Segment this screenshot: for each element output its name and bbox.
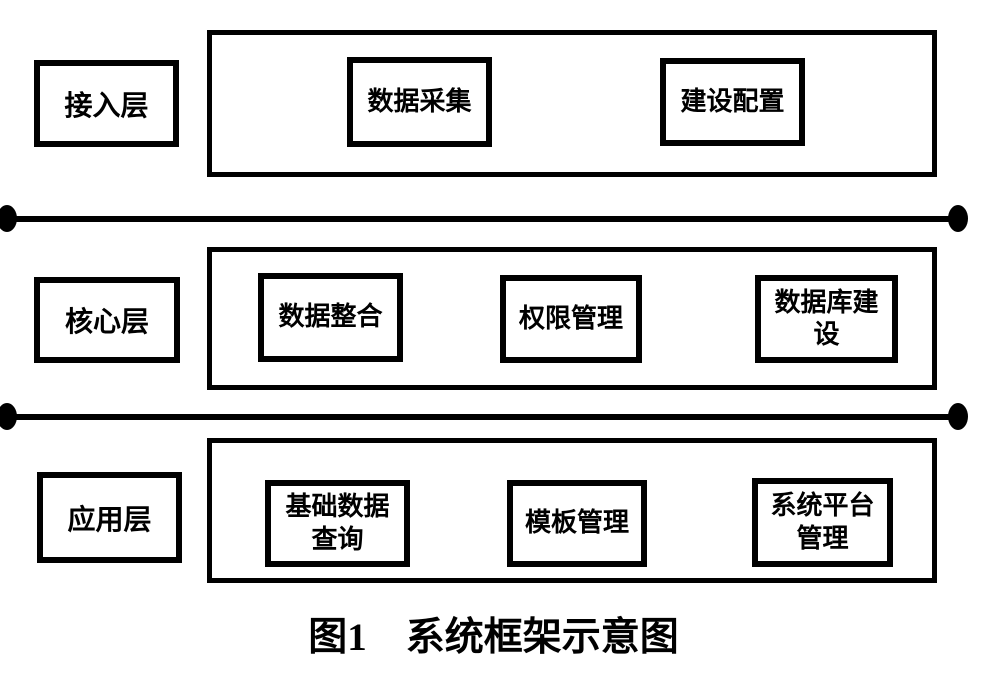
separator-dot-2-left <box>0 403 17 430</box>
separator-dot-1-left <box>0 205 17 232</box>
layer-label-core-text: 核心层 <box>64 307 149 338</box>
layer-label-application-text: 应用层 <box>67 504 152 536</box>
module-box-permission-management: 权限管理 <box>500 275 642 363</box>
layer-label-core: 核心层 <box>34 277 180 363</box>
module-label: 建设配置 <box>680 86 785 116</box>
separator-line-2 <box>8 414 952 420</box>
module-label: 基础数据查询 <box>285 492 390 554</box>
module-box-system-platform-management: 系统平台管理 <box>752 478 893 567</box>
module-label: 模板管理 <box>524 508 629 538</box>
module-box-template-management: 模板管理 <box>507 480 647 567</box>
module-box-database-construction: 数据库建设 <box>755 275 898 363</box>
layer-container-application: 基础数据查询 模板管理 系统平台管理 <box>207 438 937 583</box>
module-label: 系统平台管理 <box>770 491 875 553</box>
layer-container-core: 数据整合 权限管理 数据库建设 <box>207 247 937 390</box>
layer-container-access: 数据采集 建设配置 <box>207 30 937 177</box>
module-box-data-collection: 数据采集 <box>347 57 492 147</box>
module-box-construction-config: 建设配置 <box>660 58 805 146</box>
module-label: 数据整合 <box>278 302 383 332</box>
module-box-basic-data-query: 基础数据查询 <box>265 480 410 567</box>
layer-label-access: 接入层 <box>34 60 179 147</box>
module-label: 权限管理 <box>518 303 623 333</box>
layer-label-application: 应用层 <box>37 472 182 563</box>
figure-caption: 图1 系统框架示意图 <box>308 616 679 659</box>
module-box-data-integration: 数据整合 <box>258 273 403 362</box>
separator-line-1 <box>8 216 952 222</box>
separator-dot-2-right <box>948 403 968 430</box>
module-label: 数据采集 <box>367 86 472 116</box>
layer-label-access-text: 接入层 <box>64 90 149 122</box>
separator-dot-1-right <box>948 205 968 232</box>
module-label: 数据库建设 <box>774 287 879 350</box>
